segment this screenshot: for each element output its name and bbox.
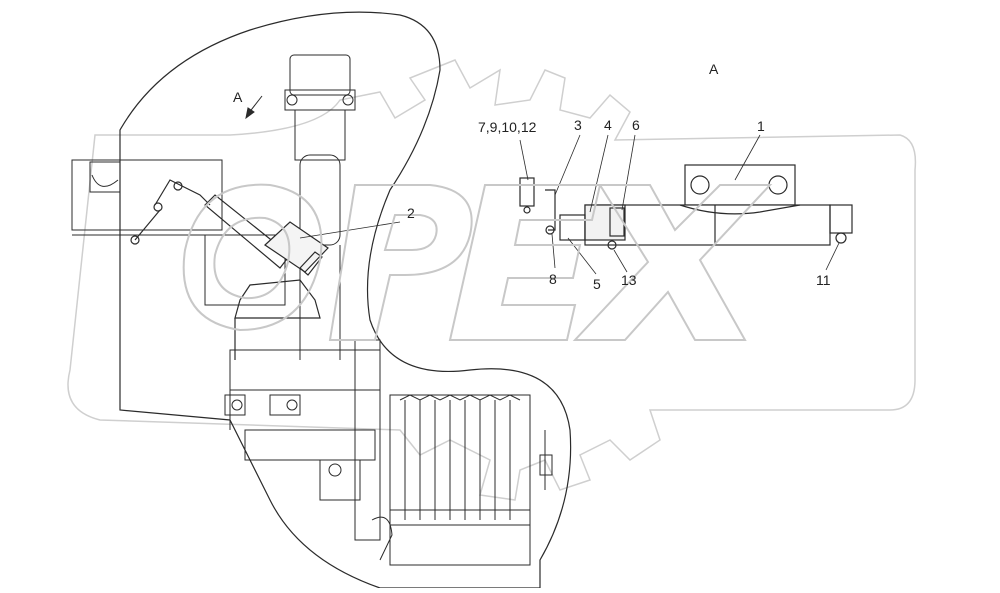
callout-3: 3: [574, 117, 582, 133]
view-label-small: A: [233, 89, 243, 105]
callout-11: 11: [816, 272, 831, 288]
housing-outline: [119, 11, 572, 589]
watermark-gear: [67, 59, 917, 501]
callout-4: 4: [604, 117, 612, 133]
bellows: [399, 394, 521, 520]
callout-13: 13: [621, 272, 637, 288]
callout-1: 1: [757, 118, 765, 134]
view-arrow: [245, 95, 263, 120]
callout-2: 2: [407, 205, 415, 221]
callout-8: 8: [549, 271, 557, 287]
chassis-structure: [71, 54, 553, 566]
view-label-large: A: [709, 61, 719, 77]
detail-assembly: [519, 164, 853, 250]
callout-7-9-10-12: 7,9,10,12: [478, 119, 537, 135]
watermark-letters: [182, 183, 773, 341]
callout-6: 6: [632, 117, 640, 133]
callout-5: 5: [593, 276, 601, 292]
leader-lines: [299, 134, 840, 275]
left-actuator: [130, 179, 329, 360]
